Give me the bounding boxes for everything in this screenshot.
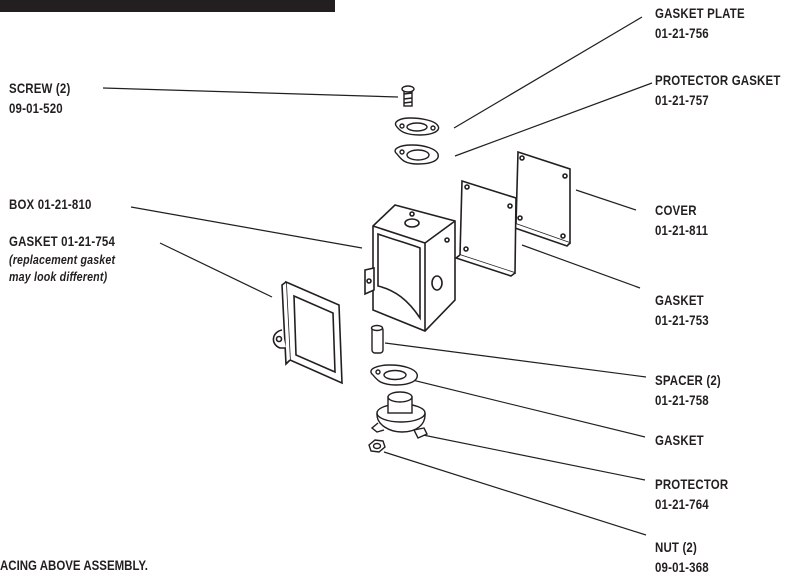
protector-part — [370, 391, 428, 439]
cover-part — [510, 150, 571, 247]
gasket-plate-number: 01-21-756 — [655, 25, 709, 41]
gasket-plate-part — [394, 117, 440, 136]
spacer-name: SPACER (2) — [655, 372, 721, 388]
cover-name: COVER — [655, 202, 697, 218]
label-gasket-cover: GASKET 01-21-753 — [655, 290, 709, 330]
leader-gasket-left — [159, 242, 273, 298]
gasket-left-part — [272, 280, 343, 385]
leader-lines — [102, 16, 653, 536]
screw-part — [401, 85, 415, 107]
leader-gasket-plate — [453, 16, 643, 129]
protector-gasket-name: PROTECTOR GASKET — [655, 72, 781, 88]
leader-cover — [575, 189, 637, 211]
label-spacer: SPACER (2) 01-21-758 — [655, 370, 721, 410]
box-name: BOX 01-21-810 — [9, 196, 92, 212]
gasket-cover-name: GASKET — [655, 292, 704, 308]
gasket-cover-part — [454, 179, 517, 277]
screw-number: 09-01-520 — [9, 100, 63, 116]
label-cover: COVER 01-21-811 — [655, 200, 708, 240]
leader-box — [130, 206, 363, 249]
leader-spacer — [384, 342, 647, 378]
gasket-left-note-1: (replacement gasket — [9, 252, 116, 267]
label-box: BOX 01-21-810 — [9, 194, 92, 214]
gasket-plate-name: GASKET PLATE — [655, 5, 745, 21]
nut-number: 09-01-368 — [655, 559, 709, 575]
gasket-cover-number: 01-21-753 — [655, 312, 709, 328]
leader-protector-gasket — [454, 82, 653, 157]
leader-screw — [102, 87, 399, 98]
gasket-bottom-name: GASKET — [655, 432, 704, 448]
protector-gasket-number: 01-21-757 — [655, 92, 709, 108]
nut-part — [368, 439, 386, 453]
gasket-left-note-2: may look different) — [9, 269, 108, 284]
spacer-part — [370, 324, 384, 354]
leader-protector — [417, 433, 646, 481]
label-gasket-plate: GASKET PLATE 01-21-756 — [655, 3, 745, 43]
protector-name: PROTECTOR — [655, 476, 729, 492]
label-screw: SCREW (2) 09-01-520 — [9, 78, 70, 118]
header-bar — [0, 0, 335, 12]
leader-gasket-bottom — [395, 375, 646, 438]
label-protector: PROTECTOR 01-21-764 — [655, 474, 728, 514]
leader-nut — [383, 451, 647, 536]
gasket-left-name: GASKET 01-21-754 — [9, 233, 115, 249]
gasket-bottom-part — [370, 364, 418, 386]
label-nut: NUT (2) 09-01-368 — [655, 537, 709, 577]
label-gasket-left: GASKET 01-21-754 (replacement gasket may… — [9, 231, 115, 285]
spacer-number: 01-21-758 — [655, 392, 709, 408]
screw-name: SCREW (2) — [9, 80, 71, 96]
nut-name: NUT (2) — [655, 539, 697, 555]
protector-gasket-part — [394, 144, 439, 165]
footer-text: ACING ABOVE ASSEMBLY. — [0, 557, 148, 573]
box-part — [364, 204, 456, 332]
label-protector-gasket: PROTECTOR GASKET 01-21-757 — [655, 70, 781, 110]
leader-gasket-cover — [521, 244, 641, 289]
protector-number: 01-21-764 — [655, 496, 709, 512]
label-gasket-bottom: GASKET — [655, 430, 704, 450]
cover-number: 01-21-811 — [655, 222, 709, 238]
